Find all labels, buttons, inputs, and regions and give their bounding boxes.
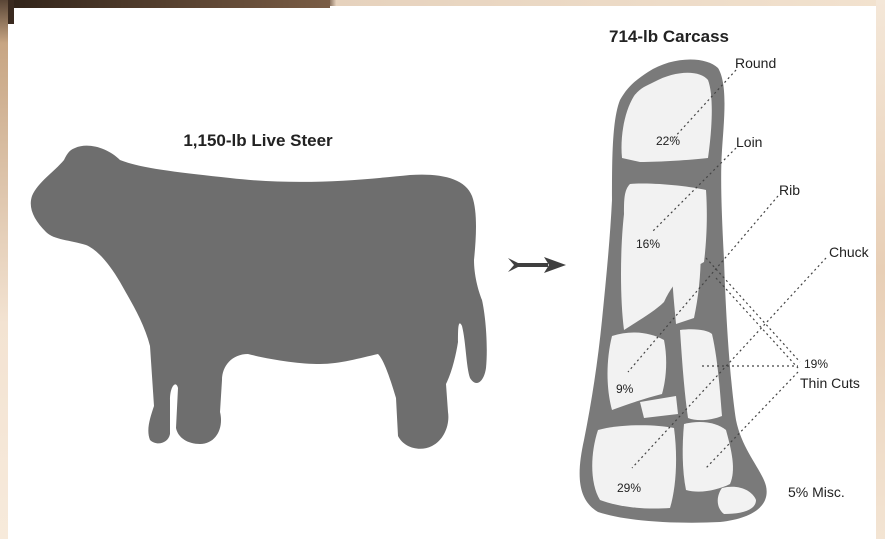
label-rib: Rib xyxy=(779,182,800,198)
arrow-right-icon xyxy=(508,257,566,273)
label-chuck: Chuck xyxy=(829,244,870,260)
pct-round: 22% xyxy=(656,134,680,148)
carcass-title: 714-lb Carcass xyxy=(609,27,729,46)
pct-thin-cuts: 19% xyxy=(804,357,828,371)
label-loin: Loin xyxy=(736,134,762,150)
label-misc: 5% Misc. xyxy=(788,484,845,500)
carcass-diagram xyxy=(580,59,767,522)
steer-title: 1,150-lb Live Steer xyxy=(183,131,333,150)
pct-loin: 16% xyxy=(636,237,660,251)
steer-silhouette xyxy=(31,146,487,449)
pct-chuck: 29% xyxy=(617,481,641,495)
pct-rib: 9% xyxy=(616,382,634,396)
label-thin-cuts: Thin Cuts xyxy=(800,375,860,391)
label-round: Round xyxy=(735,55,776,71)
